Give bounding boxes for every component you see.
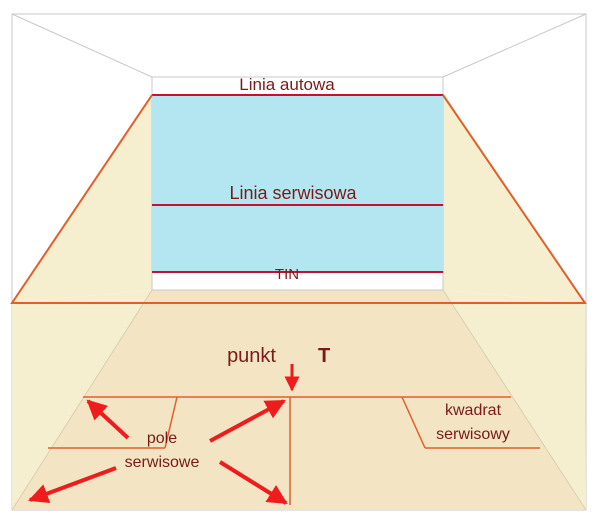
arrow-box-top-left [86, 399, 130, 440]
service-box-label-line1: pole [147, 430, 177, 447]
service-box-left-side [164, 396, 178, 449]
floor-edge-right [442, 289, 587, 511]
service-square-label-line1: kwadrat [445, 402, 502, 419]
front-wall [152, 95, 443, 272]
service-box-label-line2: serwisowe [125, 454, 200, 471]
arrow-box-top-right [209, 399, 286, 443]
tin-label: TIN [275, 266, 299, 283]
side-wall-out-line [10, 94, 587, 304]
out-line-label: Linia autowa [239, 75, 335, 94]
floor-edge-left [11, 289, 153, 511]
ceiling-edge-right [442, 13, 587, 78]
t-point-word: punkt [227, 345, 276, 367]
arrow-box-bottom-left [28, 466, 117, 504]
service-box-right-side [401, 396, 426, 449]
service-line-label: Linia serwisowa [229, 183, 357, 203]
t-point-letter: T [318, 345, 330, 367]
ceiling-edge-left [11, 13, 153, 78]
court-floor [12, 290, 586, 510]
arrow-box-bottom-right [218, 460, 288, 505]
service-square-label-line2: serwisowy [436, 426, 510, 443]
